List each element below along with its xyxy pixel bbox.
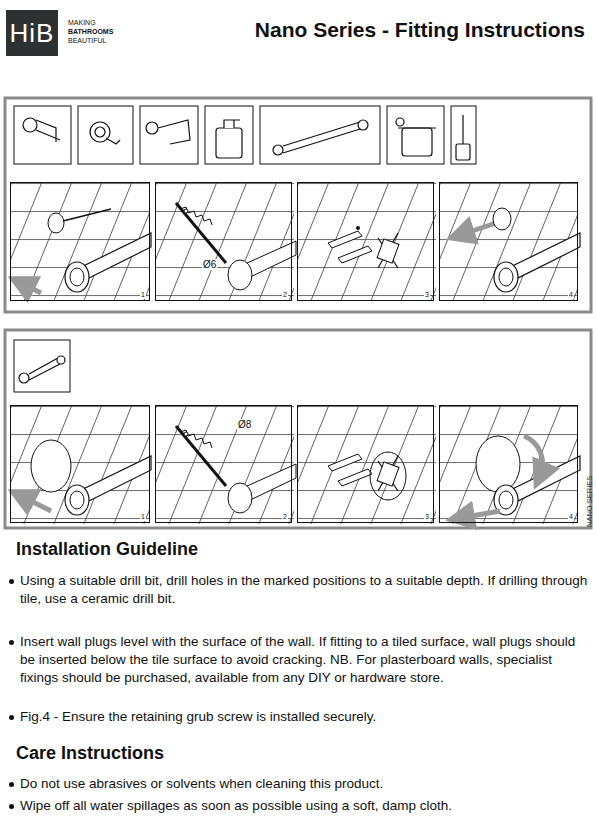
step-panel: 3	[297, 405, 434, 523]
step-number: 3	[424, 291, 430, 299]
bullet-text: Wipe off all water spillages as soon as …	[20, 797, 588, 815]
logo-tagline: MAKING	[68, 19, 96, 27]
logo-tagline: BATHROOMS	[68, 28, 113, 36]
step-panel: 1	[10, 405, 150, 523]
bullet-dot	[9, 804, 14, 809]
logo-text: HiB	[10, 18, 55, 49]
step-number: 3	[424, 513, 430, 521]
step-number: 2	[282, 291, 288, 299]
bullet-text: Do not use abrasives or solvents when cl…	[20, 775, 588, 793]
page-title: Nano Series - Fitting Instructions	[255, 18, 585, 42]
drill-size: Ø6	[202, 259, 217, 270]
bullet-dot	[9, 640, 14, 645]
step-number: 4	[568, 513, 574, 521]
step-panel: 2	[155, 405, 292, 523]
step-panel: 4	[439, 405, 578, 523]
bullet-text: Fig.4 - Ensure the retaining grub screw …	[20, 708, 588, 726]
logo-tagline: BEAUTIFUL	[68, 37, 107, 45]
step-number: 1	[140, 291, 146, 299]
bullet-text: Using a suitable drill bit, drill holes …	[20, 572, 588, 608]
side-note: NANO SERIES	[585, 476, 594, 527]
step-number: 2	[282, 513, 288, 521]
step-panel: 4	[439, 182, 578, 301]
step-number: 4	[568, 291, 574, 299]
step-number: 1	[140, 513, 146, 521]
drill-size: Ø8	[237, 419, 252, 430]
bullet-dot	[9, 579, 14, 584]
section-heading: Installation Guideline	[16, 538, 576, 560]
bullet-dot	[9, 715, 14, 720]
section-heading: Care Instructions	[16, 742, 576, 764]
bullet-dot	[9, 782, 14, 787]
logo-box: HiB	[6, 10, 58, 56]
step-panel: 1	[10, 182, 150, 301]
step-panel: 3	[297, 182, 434, 301]
step-panel: 2	[155, 182, 292, 301]
bullet-text: Insert wall plugs level with the surface…	[20, 633, 588, 687]
